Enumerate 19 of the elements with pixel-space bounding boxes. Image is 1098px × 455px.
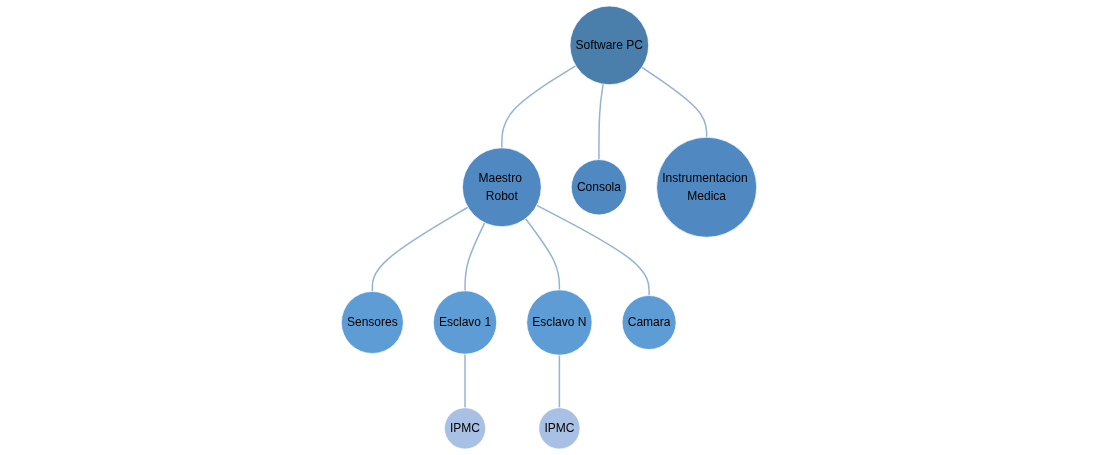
node-circle: Maestro Robot (462, 147, 542, 228)
connector (464, 353, 466, 409)
node-circle: Camara (621, 295, 677, 350)
node-circle: Instrumentacion Medica (656, 136, 758, 238)
node-circle: IPMC (538, 407, 581, 450)
node-circle: Esclavo N (526, 289, 593, 356)
connector (536, 204, 650, 297)
connector (598, 83, 604, 161)
connector (464, 222, 486, 292)
node-circle: Esclavo 1 (433, 290, 498, 355)
node-circle: Consola (570, 159, 627, 216)
node-circle: Software PC (569, 5, 650, 86)
connector (371, 206, 469, 293)
connector (641, 66, 708, 138)
connector (558, 354, 561, 409)
node-circle: Sensores (340, 291, 404, 354)
connector (501, 65, 577, 149)
node-circle: IPMC (444, 407, 487, 450)
connector (524, 217, 561, 291)
